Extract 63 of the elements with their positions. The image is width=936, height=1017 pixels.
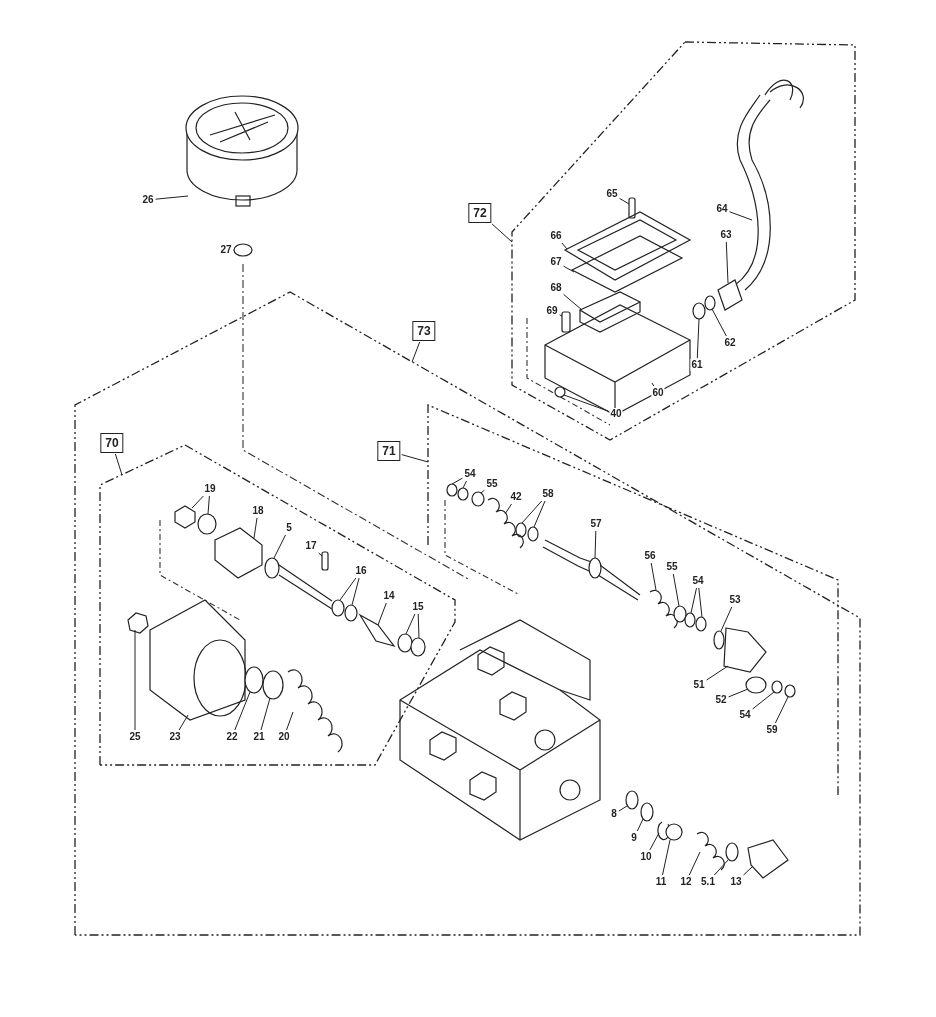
leader-line <box>698 587 703 618</box>
leader-line <box>563 293 583 311</box>
callout-number: 26 <box>141 194 155 206</box>
leader-line <box>351 577 360 606</box>
leader-line <box>651 382 655 387</box>
leader-line <box>713 859 729 876</box>
leader-line <box>711 308 727 337</box>
leader-line <box>286 711 294 731</box>
leader-line <box>318 552 323 557</box>
leader-line <box>339 577 357 601</box>
callout-number: 72 <box>468 203 492 223</box>
leader-line <box>561 242 568 250</box>
leader-line <box>491 223 513 243</box>
leader-line <box>594 530 597 559</box>
leader-line <box>690 587 697 614</box>
callout-number: 73 <box>412 321 436 341</box>
leader-line <box>155 195 189 200</box>
leader-line <box>752 691 775 710</box>
leader-line <box>706 665 729 681</box>
leader-line <box>134 629 136 731</box>
leader-line <box>618 805 628 812</box>
callout-number: 27 <box>219 244 233 256</box>
leader-line <box>405 613 416 635</box>
leader-line <box>696 318 700 359</box>
leader-line <box>559 314 563 317</box>
assembly-outline <box>74 291 861 936</box>
leader-line <box>662 839 671 876</box>
callout-number: 40 <box>609 408 623 420</box>
leader-line <box>743 866 753 876</box>
leader-line <box>178 714 189 731</box>
leader-line <box>377 602 387 626</box>
leader-line <box>207 495 210 515</box>
o-ring <box>233 243 253 257</box>
leader-line <box>234 691 251 731</box>
leader-line <box>114 453 123 476</box>
leader-line <box>688 851 701 876</box>
leader-line <box>480 489 485 494</box>
leader-line <box>401 454 429 463</box>
leader-line <box>417 613 420 639</box>
leader-line <box>504 503 512 515</box>
leader-line <box>563 265 575 273</box>
leader-line <box>521 500 543 524</box>
leader-line <box>720 606 733 632</box>
leader-line <box>533 500 546 528</box>
leader-line <box>619 197 630 205</box>
leader-line <box>451 477 463 485</box>
assembly-outline <box>511 41 856 441</box>
leader-line <box>650 562 657 591</box>
leader-line <box>672 573 680 607</box>
leader-line <box>636 818 644 832</box>
leader-line <box>728 688 749 698</box>
leader-line <box>191 495 204 509</box>
leader-line <box>462 480 467 489</box>
leader-line <box>725 241 729 284</box>
leader-line <box>273 534 286 559</box>
leader-line <box>260 697 271 731</box>
leader-line <box>253 517 258 539</box>
pressure-gauge <box>185 95 299 207</box>
leader-line <box>411 341 421 363</box>
leader-line <box>774 696 789 724</box>
leader-line <box>649 832 660 851</box>
leader-line <box>729 211 753 221</box>
leader-line <box>563 394 609 412</box>
